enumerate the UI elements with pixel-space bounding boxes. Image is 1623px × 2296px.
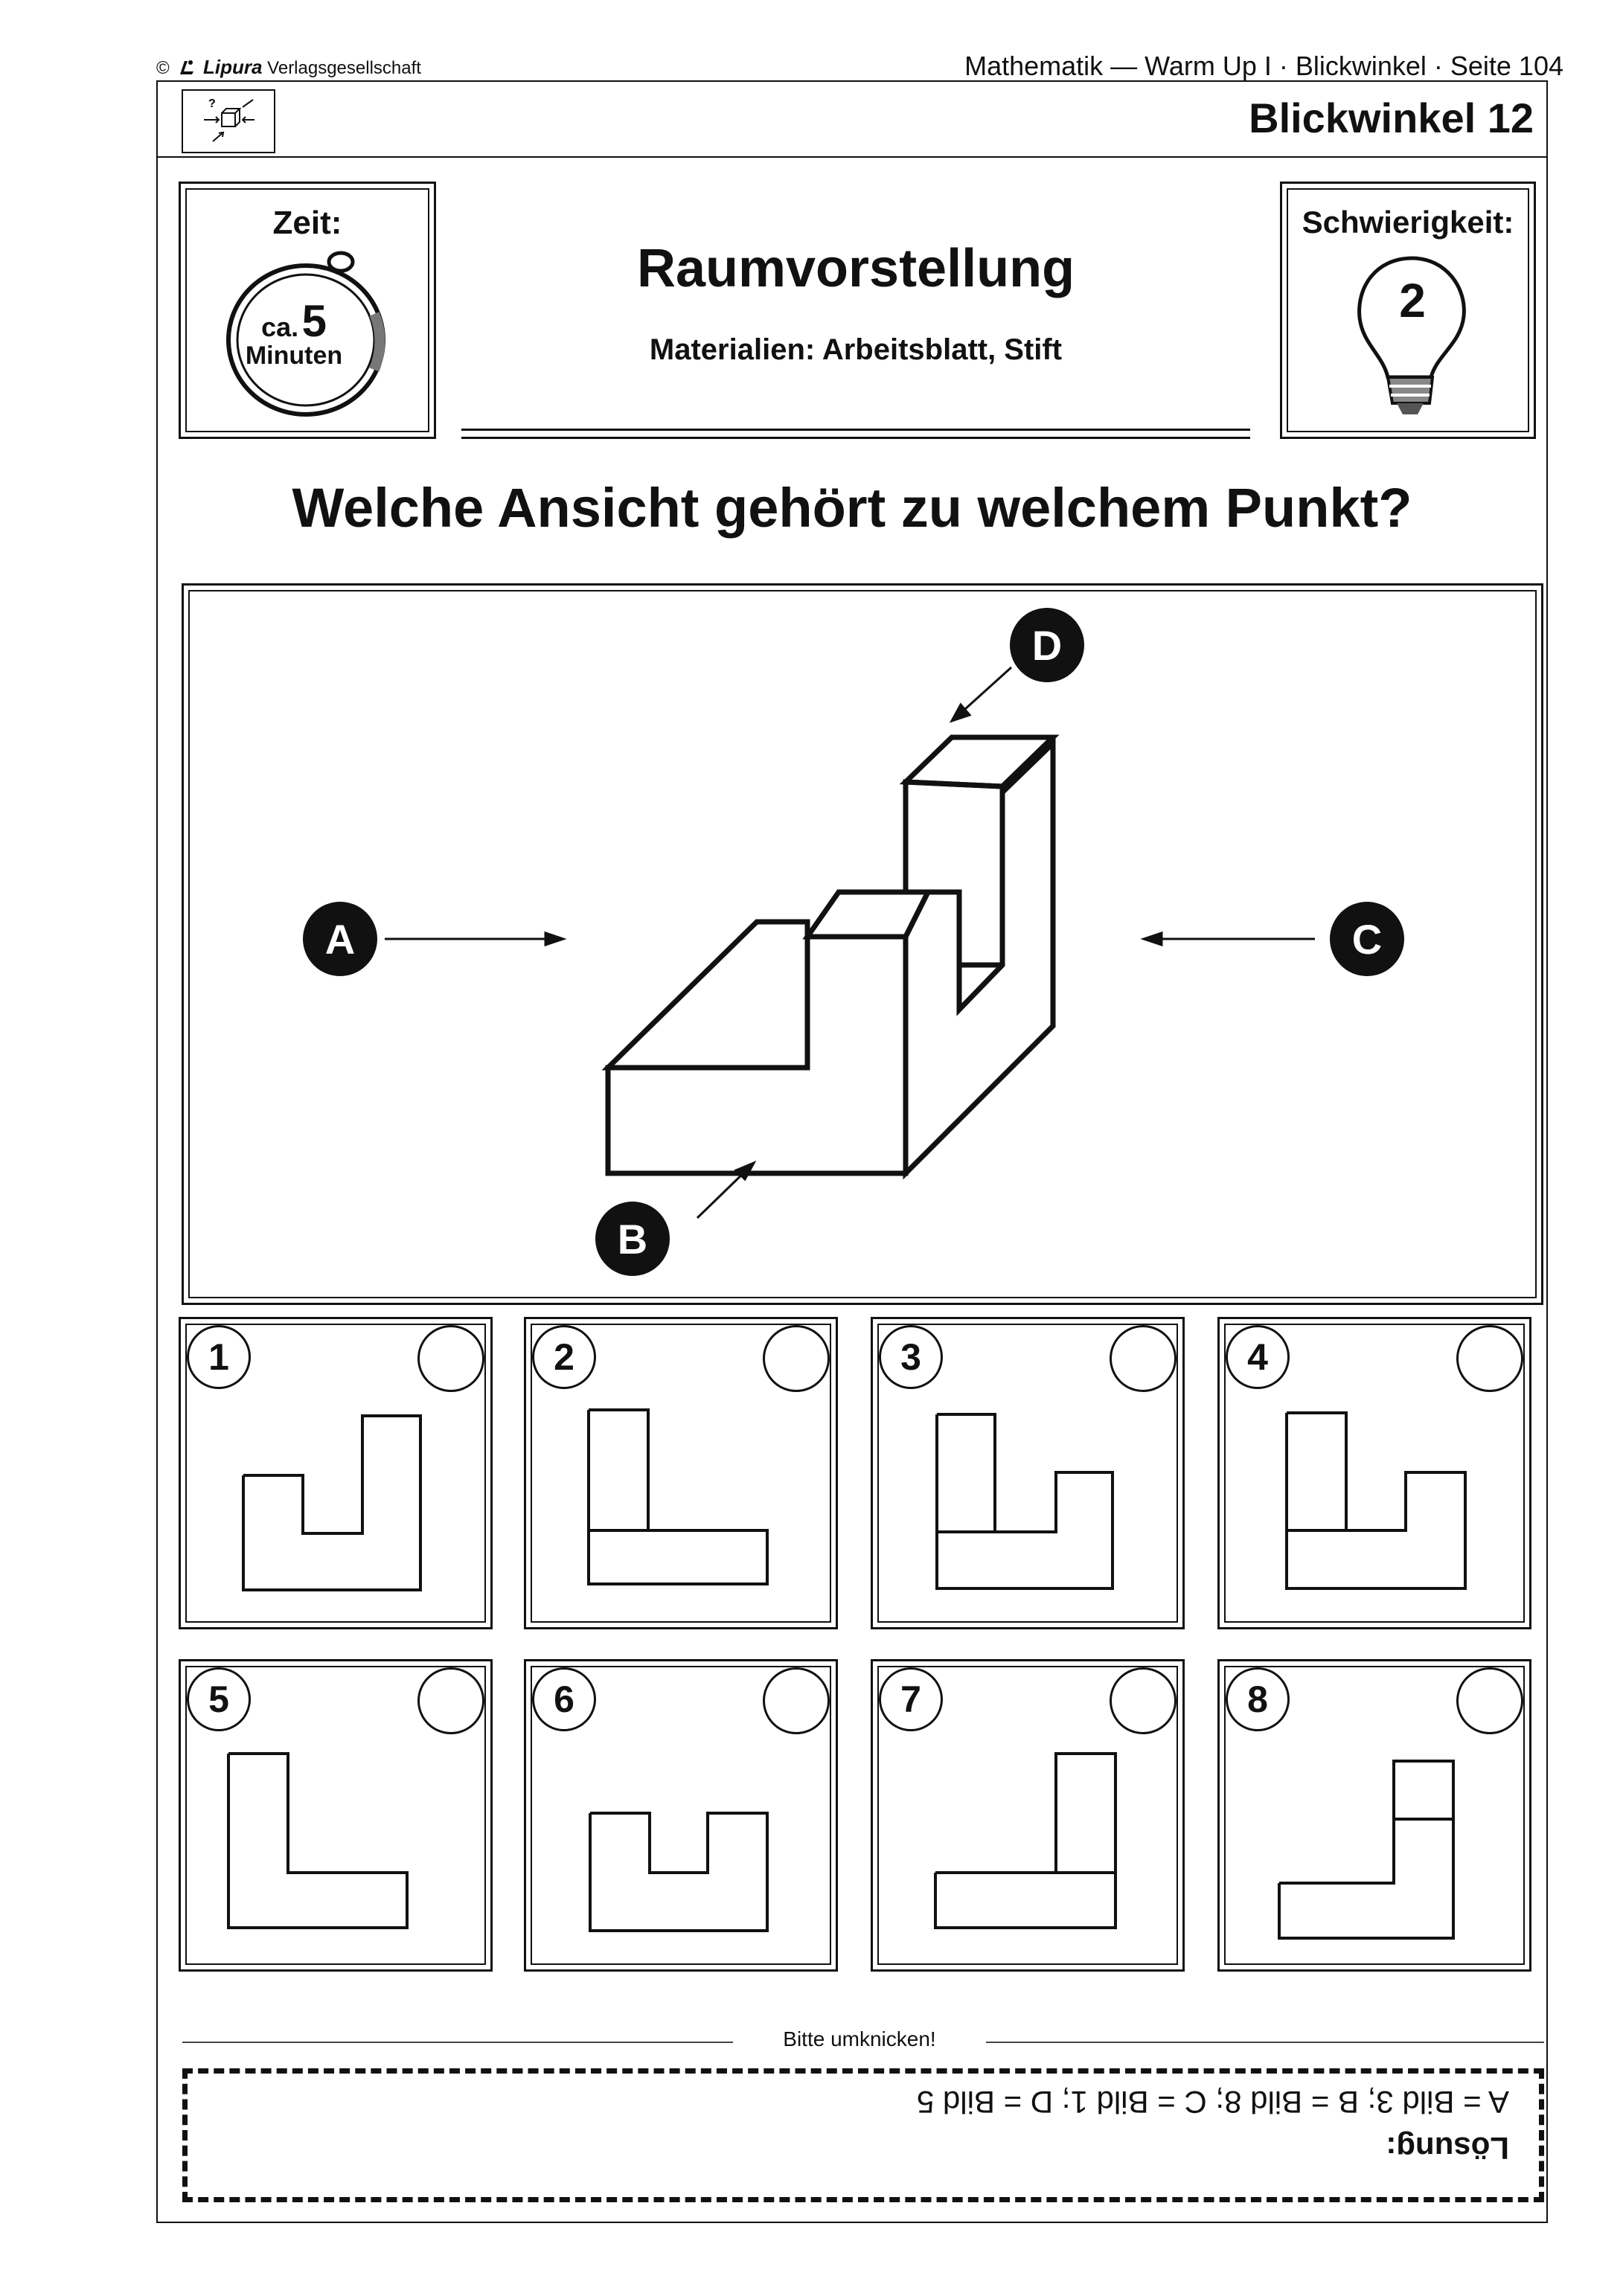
answer-circle[interactable] — [1110, 1325, 1177, 1392]
option-number: 6 — [532, 1667, 596, 1731]
answer-option-7[interactable]: 7 — [871, 1659, 1185, 1972]
solution-rotated: Lösung: A = Bild 3; B = Bild 8; C = Bild… — [188, 2074, 1539, 2197]
time-value: ca. 5 — [227, 295, 361, 347]
time-label: Zeit: — [272, 205, 342, 241]
publisher-brand: Lipura — [203, 56, 263, 78]
option-number: 7 — [879, 1667, 943, 1731]
time-unit: Minuten — [245, 341, 343, 370]
option-number: 8 — [1226, 1667, 1290, 1731]
breadcrumb: Mathematik — Warm Up I · Blickwinkel · S… — [964, 51, 1563, 81]
materials-text: Materialien: Arbeitsblatt, Stift — [649, 333, 1063, 366]
fold-line-right — [986, 2042, 1544, 2043]
topic-underline — [461, 429, 1250, 439]
viewpoint-c-marker: C — [1330, 902, 1404, 976]
answer-option-4[interactable]: 4 — [1217, 1317, 1531, 1629]
viewpoint-b-marker: B — [595, 1202, 670, 1276]
answer-option-1[interactable]: 1 — [179, 1317, 493, 1629]
time-minutes: 5 — [301, 296, 327, 346]
answer-circle[interactable] — [417, 1667, 484, 1734]
time-box: Zeit: ca. 5 Minuten — [179, 182, 436, 439]
answer-circle[interactable] — [1456, 1667, 1523, 1734]
answer-circle[interactable] — [763, 1325, 830, 1392]
sheet-icon-box: ? — [182, 89, 275, 153]
viewpoint-a-marker: A — [303, 902, 377, 976]
difficulty-level: 2 — [1399, 274, 1426, 327]
publisher-name: Verlagsgesellschaft — [267, 58, 421, 78]
copyright-symbol: © — [156, 58, 170, 78]
figure-box: A C D B — [182, 583, 1543, 1305]
answer-option-3[interactable]: 3 — [871, 1317, 1185, 1629]
answer-option-8[interactable]: 8 — [1217, 1659, 1531, 1972]
publisher-logo-icon — [180, 60, 194, 74]
difficulty-label: Schwierigkeit: — [1302, 205, 1514, 240]
fold-line-left — [182, 2042, 733, 2043]
isometric-block-figure — [385, 666, 1315, 1219]
sheet-title: Blickwinkel 12 — [1249, 94, 1534, 141]
answer-option-2[interactable]: 2 — [524, 1317, 838, 1629]
option-number: 5 — [187, 1667, 251, 1731]
solution-text: A = Bild 3; B = Bild 8; C = Bild 1; D = … — [916, 2085, 1509, 2120]
stopwatch-icon — [226, 251, 385, 417]
answer-option-5[interactable]: 5 — [179, 1659, 493, 1972]
difficulty-box: Schwierigkeit: 2 — [1280, 182, 1536, 439]
solution-label: Lösung: — [1386, 2131, 1509, 2166]
time-prefix: ca. — [261, 312, 299, 342]
option-number: 4 — [1226, 1325, 1290, 1389]
viewpoint-d-marker: D — [1010, 608, 1084, 682]
solution-box: Lösung: A = Bild 3; B = Bild 8; C = Bild… — [182, 2068, 1544, 2202]
fold-hint: Bitte umknicken! — [783, 2027, 936, 2050]
title-divider — [156, 156, 1548, 158]
answer-circle[interactable] — [1456, 1325, 1523, 1392]
answer-circle[interactable] — [417, 1325, 484, 1392]
answer-circle[interactable] — [763, 1667, 830, 1734]
option-number: 2 — [532, 1325, 596, 1389]
topic-title: Raumvorstellung — [636, 239, 1075, 298]
page-header: © Lipura Verlagsgesellschaft Mathematik … — [156, 43, 1563, 82]
answer-circle[interactable] — [1110, 1667, 1177, 1734]
option-number: 3 — [879, 1325, 943, 1389]
question-text: Welche Ansicht gehört zu welchem Punkt? — [292, 477, 1412, 539]
perspective-cube-icon: ? — [204, 97, 255, 142]
worksheet-frame — [156, 80, 1548, 2223]
option-number: 1 — [187, 1325, 251, 1389]
lightbulb-icon — [1357, 256, 1466, 414]
publisher-credit: © Lipura Verlagsgesellschaft — [156, 56, 421, 79]
answer-option-6[interactable]: 6 — [524, 1659, 838, 1972]
svg-text:?: ? — [208, 97, 216, 110]
